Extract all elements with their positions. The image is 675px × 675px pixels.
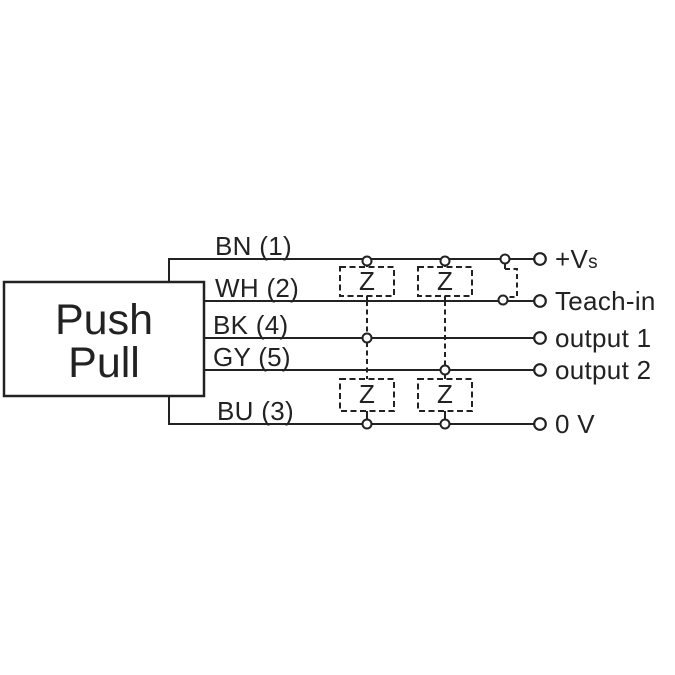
junction-dot <box>439 418 451 430</box>
terminal-label-0v: 0 V <box>555 409 595 439</box>
wire-label-wh: WH (2) <box>215 273 299 303</box>
terminal-label-output2: output 2 <box>555 355 651 385</box>
terminal-label-teach-in: Teach-in <box>555 286 656 316</box>
impedance-box-top-left <box>339 266 395 297</box>
wire-label-bn: BN (1) <box>215 231 292 261</box>
junction-dot <box>439 255 451 267</box>
impedance-label: Z <box>437 379 453 409</box>
junction-dot <box>361 255 373 267</box>
terminal-circle-0v <box>533 417 547 431</box>
terminal-label-vs-main: +V <box>555 244 588 274</box>
terminal-label-vs-sub: s <box>588 252 598 273</box>
impedance-box-bottom-right <box>417 378 473 412</box>
junction-dot <box>499 253 511 265</box>
wire-line-bn <box>168 258 534 282</box>
wire-label-bu: BU (3) <box>217 396 294 426</box>
junction-dot <box>361 332 373 344</box>
device-box <box>2 280 206 398</box>
terminal-circle-output1 <box>533 331 547 345</box>
wire-label-bk: BK (4) <box>213 310 288 340</box>
device-name-line-1: Push <box>55 296 153 344</box>
device-name-line-2: Pull <box>68 339 140 387</box>
impedance-box-bottom-left <box>339 378 395 412</box>
wire-label-gy: GY (5) <box>213 342 291 372</box>
wire-line-bu <box>168 396 534 425</box>
impedance-box-top-right <box>417 266 473 297</box>
junction-dot <box>361 418 373 430</box>
terminal-label-vs: +Vs <box>555 244 598 274</box>
junction-dot <box>439 364 451 376</box>
terminal-circle-vs <box>533 252 547 266</box>
impedance-label: Z <box>359 379 375 409</box>
impedance-label: Z <box>359 266 375 296</box>
terminal-label-output1: output 1 <box>555 323 651 353</box>
terminal-circle-teach-in <box>533 294 547 308</box>
junction-dot <box>497 294 509 306</box>
impedance-label: Z <box>437 266 453 296</box>
dashed-link-teach-in <box>505 268 518 298</box>
terminal-circle-output2 <box>533 363 547 377</box>
